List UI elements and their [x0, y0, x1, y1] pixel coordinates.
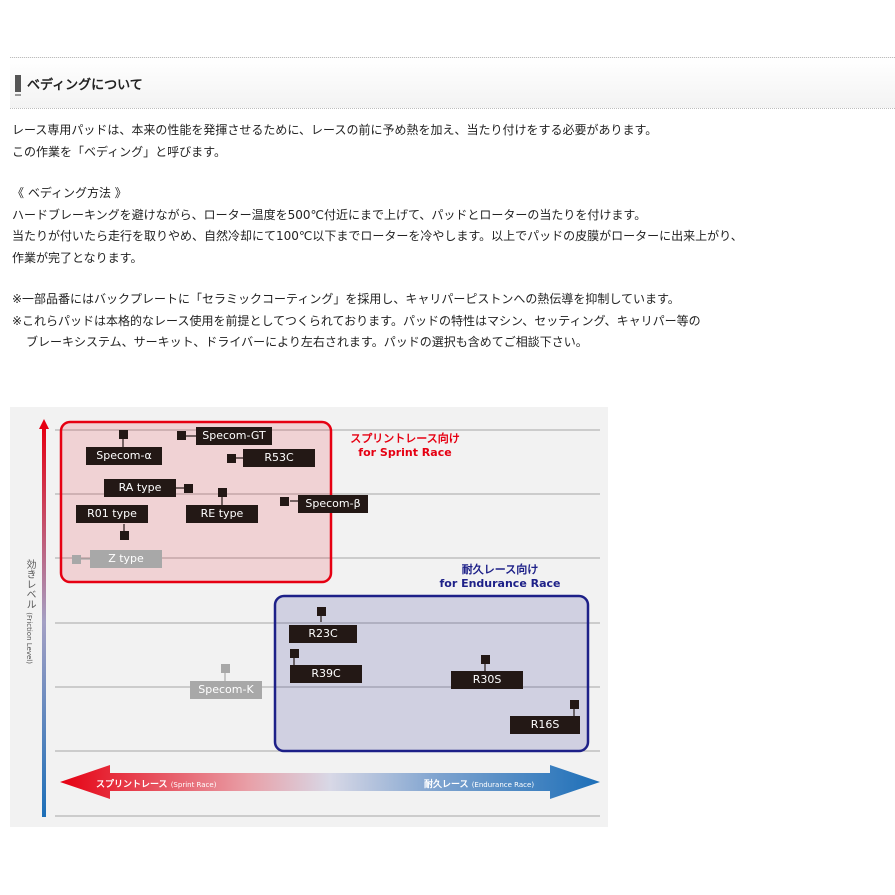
- marker-re-type: [218, 488, 227, 497]
- marker-r01-type: [120, 531, 129, 540]
- note: ※これらパッドは本格的なレース使用を前提としてつくられております。パッドの特性は…: [12, 313, 701, 328]
- marker-specom-k: [221, 664, 230, 673]
- paragraph: ハードブレーキングを避けながら、ローター温度を500℃付近にまで上げて、パッドと…: [12, 207, 647, 222]
- product-r16s: R16S: [510, 716, 580, 734]
- sprint-title: スプリントレース向け for Sprint Race: [340, 432, 470, 460]
- section-body: レース専用パッドは、本来の性能を発揮させるために、レースの前に予め熱を加え、当た…: [12, 120, 887, 354]
- paragraph: 《 ベディング方法 》: [12, 186, 127, 200]
- marker-specom-beta: [280, 497, 289, 506]
- paragraph: レース専用パッドは、本来の性能を発揮させるために、レースの前に予め熱を加え、当た…: [12, 123, 658, 137]
- y-axis-label-jp: 効きレベル: [24, 559, 35, 609]
- paragraph: 当たりが付いたら走行を取りやめ、自然冷却にて100℃以下までローターを冷やします…: [12, 229, 743, 243]
- paragraph: 作業が完了となります。: [12, 250, 143, 265]
- marker-r16s: [570, 700, 579, 709]
- note: ※一部品番にはバックプレートに「セラミックコーティング」を採用し、キャリパーピス…: [12, 292, 680, 306]
- product-specom-beta: Specom-β: [298, 495, 368, 513]
- sprint-title-jp: スプリントレース向け: [350, 432, 460, 445]
- product-r30s: R30S: [451, 671, 523, 689]
- marker-r23c: [317, 607, 326, 616]
- marker-specom-alpha: [119, 430, 128, 439]
- section-title: ベディングについて: [27, 78, 143, 93]
- product-specom-alpha: Specom-α: [86, 447, 162, 465]
- friction-level-diagram: スプリントレース向け for Sprint Race 耐久レース向け for E…: [10, 407, 608, 827]
- marker-z-type: [72, 555, 81, 564]
- product-r53c: R53C: [243, 449, 315, 467]
- marker-ra-type: [184, 484, 193, 493]
- product-markers: [119, 430, 579, 709]
- y-axis-label-en: (Friction Level): [25, 612, 33, 664]
- endurance-title-jp: 耐久レース向け: [461, 563, 539, 576]
- product-specom-gt: Specom-GT: [196, 427, 272, 445]
- product-ra-type: RA type: [104, 479, 176, 497]
- paragraph: この作業を「ベディング」と呼びます。: [12, 144, 226, 159]
- product-specom-k: Specom-K: [190, 681, 262, 699]
- product-r23c: R23C: [289, 625, 357, 643]
- x-axis-left-label: スプリントレース (Sprint Race): [96, 780, 217, 790]
- product-re-type: RE type: [186, 505, 258, 523]
- heading-marker-icon: [15, 75, 21, 96]
- race-type-arrow: [60, 765, 600, 799]
- product-r39c: R39C: [290, 665, 362, 683]
- y-axis-arrow: [39, 419, 49, 817]
- product-z-type: Z type: [90, 550, 162, 568]
- note: ブレーキシステム、サーキット、ドライバーにより左右されます。パッドの選択も含めて…: [26, 335, 588, 349]
- sprint-title-en: for Sprint Race: [358, 446, 452, 459]
- x-axis-right-label: 耐久レース (Endurance Race): [424, 780, 535, 790]
- diagram-graphics: [39, 419, 600, 817]
- marker-r53c: [227, 454, 236, 463]
- endurance-title-en: for Endurance Race: [439, 577, 561, 590]
- marker-r30s: [481, 655, 490, 664]
- marker-specom-gt: [177, 431, 186, 440]
- section-heading: ベディングについて: [10, 57, 895, 109]
- endurance-title: 耐久レース向け for Endurance Race: [430, 563, 570, 591]
- product-r01-type: R01 type: [76, 505, 148, 523]
- y-axis-label: 効きレベル (Friction Level): [22, 559, 37, 664]
- marker-r39c: [290, 649, 299, 658]
